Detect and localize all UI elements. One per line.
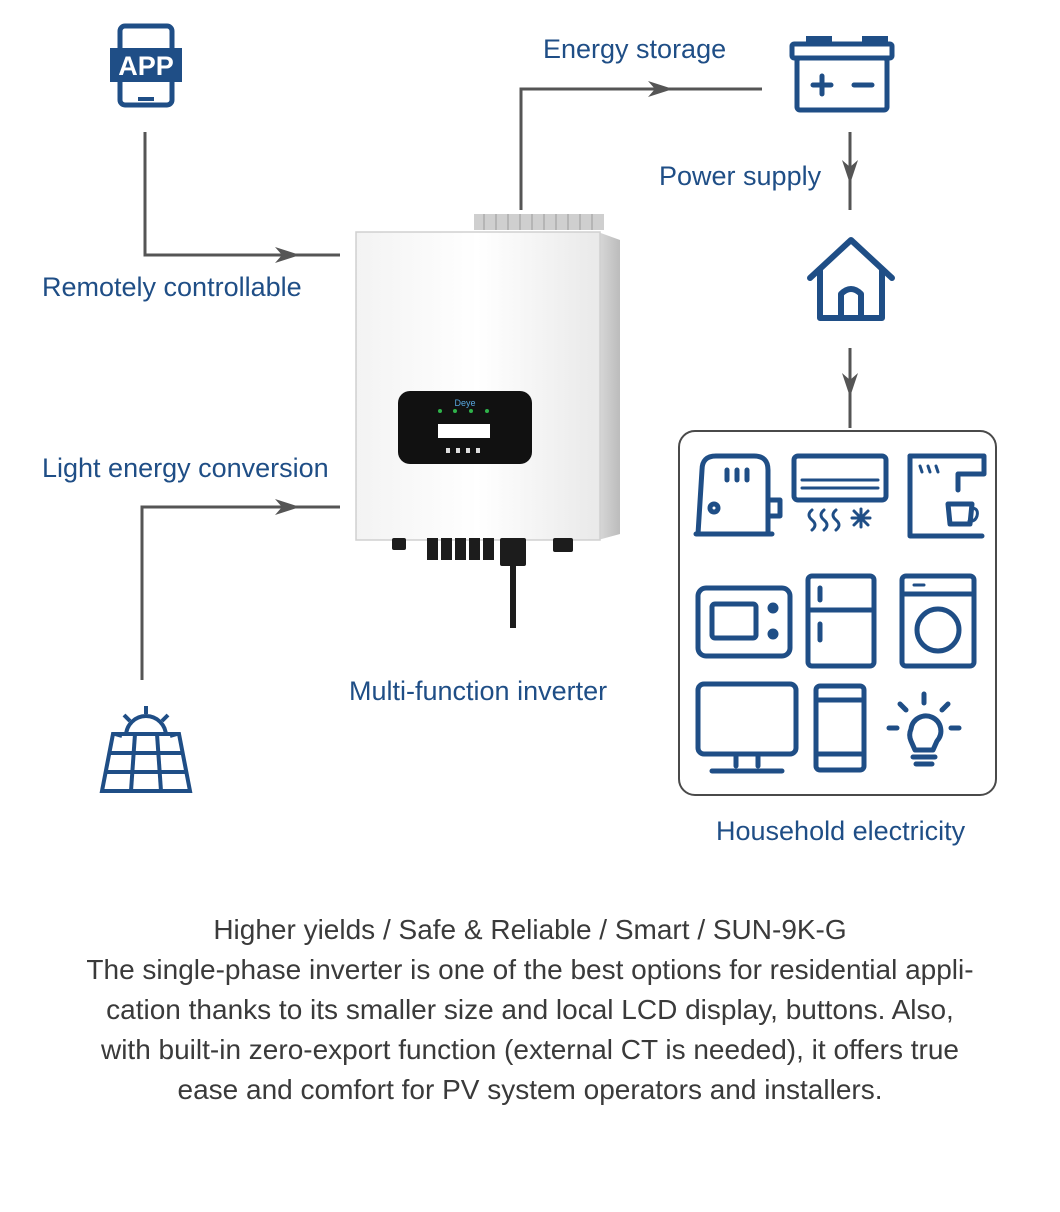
appliances-box: [678, 430, 997, 796]
arrow-down-icon: [842, 160, 858, 184]
app-badge-label: APP: [118, 51, 174, 81]
app-badge-background: [110, 48, 182, 82]
battery-icon: [789, 36, 895, 113]
power-supply-label: Power supply: [659, 161, 822, 191]
description-line: with built-in zero-export function (exte…: [100, 1034, 960, 1065]
arrow-right-icon: [275, 247, 300, 263]
energy-storage-label: Energy storage: [543, 34, 727, 64]
inverter-body: [355, 231, 601, 541]
description-line: The single-phase inverter is one of the …: [86, 954, 974, 985]
app-to-inverter-line: [143, 132, 340, 257]
smartphone-icon: [813, 683, 867, 773]
arrow-right-icon: [275, 499, 300, 515]
inverter-side-panel: [598, 232, 620, 540]
arrowheads: [275, 81, 858, 515]
inverter-lcd-screen: [438, 424, 490, 438]
coffee-machine-icon: [907, 453, 987, 539]
inverter-status-leds: [438, 409, 489, 413]
household-electricity-label: Household electricity: [716, 816, 966, 846]
microwave-icon: [695, 585, 793, 659]
inverter-buttons: [446, 448, 480, 453]
energy-flow-diagram: APP: [99, 23, 997, 796]
remotely-controllable-label: Remotely controllable: [42, 272, 302, 302]
air-conditioner-icon: [791, 453, 889, 532]
arrow-down-icon: [842, 373, 858, 397]
refrigerator-icon: [805, 573, 877, 669]
multi-function-inverter-label: Multi-function inverter: [349, 676, 608, 706]
arrow-right-icon: [648, 81, 673, 97]
product-tagline: Higher yields / Safe & Reliable / Smart …: [213, 914, 847, 945]
appliances-grid: [693, 453, 987, 774]
light-bulb-icon: [886, 691, 962, 767]
connector-lines: [140, 87, 852, 680]
inverter-to-storage-line: [519, 87, 762, 210]
inverter-heatsink: [474, 214, 604, 230]
monitor-icon: [695, 681, 799, 774]
washing-machine-icon: [899, 573, 977, 669]
inverter-device: Deye: [355, 214, 620, 628]
product-description: Higher yields / Safe & Reliable / Smart …: [40, 910, 1020, 1110]
light-energy-conversion-label: Light energy conversion: [42, 453, 329, 483]
house-icon: [807, 237, 895, 321]
description-line: ease and comfort for PV system operators…: [177, 1074, 883, 1105]
description-line: cation thanks to its smaller size and lo…: [106, 994, 954, 1025]
inverter-connectors: [392, 538, 573, 628]
solar-to-inverter-line: [140, 505, 340, 680]
solar-panel-icon: [99, 706, 193, 793]
toaster-icon: [693, 453, 783, 537]
inverter-brand-logo: Deye: [454, 398, 475, 408]
